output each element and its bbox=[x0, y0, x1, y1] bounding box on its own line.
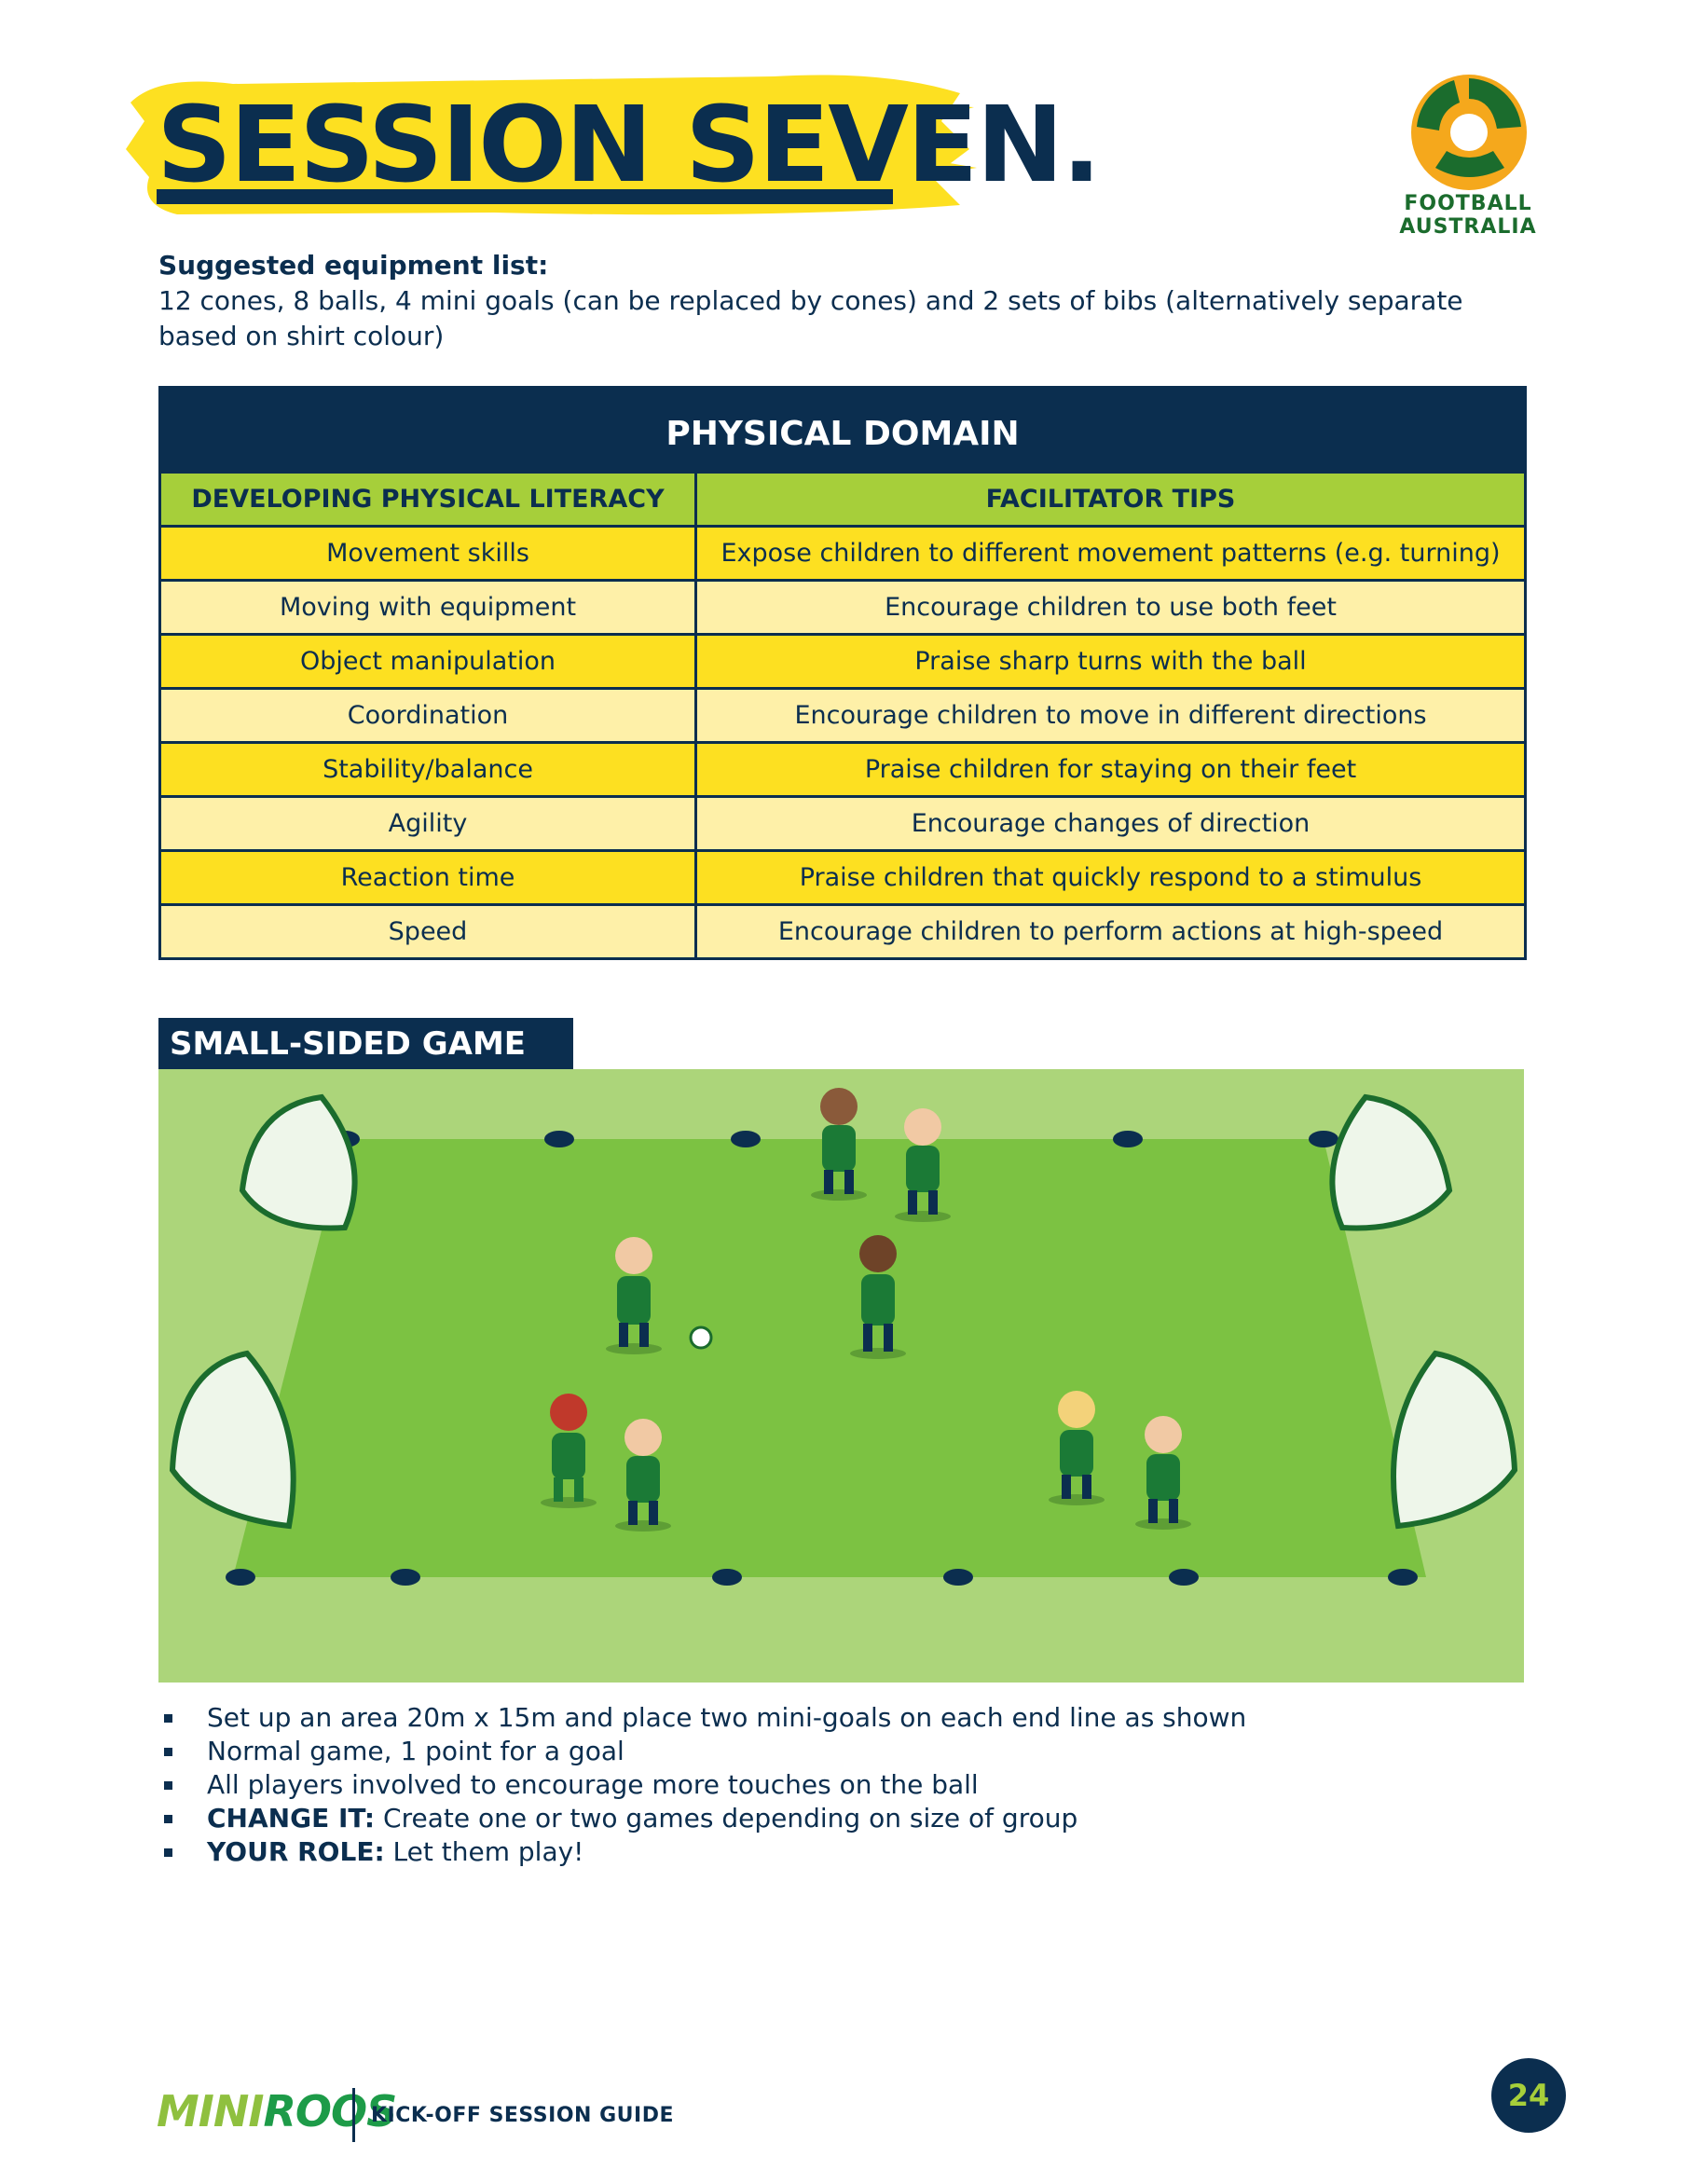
list-item: CHANGE IT: Create one or two games depen… bbox=[158, 1802, 1538, 1835]
skill-cell: Reaction time bbox=[158, 849, 697, 906]
player-icon bbox=[1135, 1416, 1191, 1530]
player-icon bbox=[615, 1419, 671, 1532]
tip-cell: Praise sharp turns with the ball bbox=[693, 633, 1528, 690]
bullet-icon bbox=[164, 1781, 172, 1790]
miniroos-logo: MINIROOS bbox=[157, 2086, 397, 2136]
players-group bbox=[541, 1088, 1191, 1532]
skill-cell: Agility bbox=[158, 795, 697, 852]
tip-cell: Encourage changes of direction bbox=[693, 795, 1528, 852]
tip-cell: Praise children that quickly respond to … bbox=[693, 849, 1528, 906]
pitch-illustration bbox=[158, 1069, 1524, 1683]
game-instructions-list: Set up an area 20m x 15m and place two m… bbox=[158, 1701, 1538, 1869]
tip-cell: Encourage children to move in different … bbox=[693, 687, 1528, 744]
cone-markers bbox=[226, 1131, 1418, 1586]
bullet-icon bbox=[164, 1815, 172, 1823]
table-row: Object manipulation Praise sharp turns w… bbox=[158, 633, 1528, 690]
list-item: Normal game, 1 point for a goal bbox=[158, 1735, 1538, 1768]
tip-cell: Encourage children to perform actions at… bbox=[693, 903, 1528, 960]
player-icon bbox=[541, 1394, 597, 1508]
physical-domain-table: PHYSICAL DOMAIN DEVELOPING PHYSICAL LITE… bbox=[158, 386, 1528, 960]
list-item: Set up an area 20m x 15m and place two m… bbox=[158, 1701, 1538, 1735]
table-title: PHYSICAL DOMAIN bbox=[158, 386, 1528, 474]
footer-divider bbox=[352, 2088, 355, 2142]
mini-goal-icon bbox=[169, 1093, 1518, 1530]
tip-cell: Expose children to different movement pa… bbox=[693, 525, 1528, 582]
skill-cell: Coordination bbox=[158, 687, 697, 744]
footer-guide-title: KICK-OFF SESSION GUIDE bbox=[371, 2104, 674, 2127]
table-header-row: DEVELOPING PHYSICAL LITERACY FACILITATOR… bbox=[158, 471, 1528, 528]
player-icon bbox=[850, 1235, 906, 1359]
player-icon bbox=[895, 1108, 951, 1222]
list-item: YOUR ROLE: Let them play! bbox=[158, 1835, 1538, 1869]
title-underline bbox=[157, 189, 893, 204]
skill-cell: Movement skills bbox=[158, 525, 697, 582]
tip-cell: Praise children for staying on their fee… bbox=[693, 741, 1528, 798]
bullet-icon bbox=[164, 1848, 172, 1857]
player-icon bbox=[1049, 1391, 1105, 1505]
equipment-text: 12 cones, 8 balls, 4 mini goals (can be … bbox=[158, 285, 1463, 351]
bullet-icon bbox=[164, 1748, 172, 1756]
page-title: SESSION SEVEN. bbox=[157, 85, 1102, 206]
player-icon bbox=[606, 1237, 713, 1354]
column-header-literacy: DEVELOPING PHYSICAL LITERACY bbox=[158, 471, 697, 528]
logo-text-line2: AUSTRALIA bbox=[1399, 215, 1537, 239]
player-icon bbox=[811, 1088, 867, 1201]
table-row: Reaction time Praise children that quick… bbox=[158, 849, 1528, 906]
pitch-field bbox=[233, 1139, 1426, 1577]
table-title-row: PHYSICAL DOMAIN bbox=[158, 386, 1528, 474]
table-row: Speed Encourage children to perform acti… bbox=[158, 903, 1528, 960]
equipment-heading: Suggested equipment list: bbox=[158, 250, 549, 281]
column-header-tips: FACILITATOR TIPS bbox=[693, 471, 1528, 528]
football-australia-logo-icon bbox=[1411, 75, 1527, 190]
table-row: Coordination Encourage children to move … bbox=[158, 687, 1528, 744]
table-row: Moving with equipment Encourage children… bbox=[158, 579, 1528, 636]
title-brush-stroke bbox=[126, 75, 977, 215]
skill-cell: Stability/balance bbox=[158, 741, 697, 798]
bullet-icon bbox=[164, 1714, 172, 1723]
logo-text-line1: FOOTBALL bbox=[1404, 192, 1532, 215]
table-row: Agility Encourage changes of direction bbox=[158, 795, 1528, 852]
skill-cell: Object manipulation bbox=[158, 633, 697, 690]
table-row: Movement skills Expose children to diffe… bbox=[158, 525, 1528, 582]
skill-cell: Speed bbox=[158, 903, 697, 960]
tip-cell: Encourage children to use both feet bbox=[693, 579, 1528, 636]
section-label: SMALL-SIDED GAME bbox=[158, 1018, 573, 1070]
table-row: Stability/balance Praise children for st… bbox=[158, 741, 1528, 798]
skill-cell: Moving with equipment bbox=[158, 579, 697, 636]
list-item: All players involved to encourage more t… bbox=[158, 1768, 1538, 1802]
page-number-badge: 24 bbox=[1491, 2058, 1566, 2133]
